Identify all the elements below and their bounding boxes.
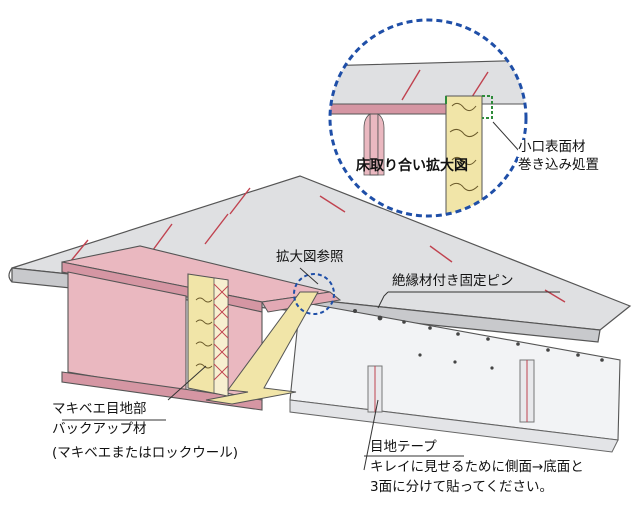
enlarge-reference-circle bbox=[293, 273, 335, 315]
fireproof-board bbox=[289, 301, 621, 453]
joint-tape-note-line1: キレイに見せるために側面→底面と bbox=[370, 459, 584, 475]
joint-tape-label: 目地テープ bbox=[370, 439, 437, 455]
edge-wrap-label-line2: 巻き込み処置 bbox=[518, 157, 599, 174]
leader-lines bbox=[62, 121, 560, 471]
joint-tape-note-line2: 3面に分けて貼ってください。 bbox=[370, 479, 554, 495]
detail-circle bbox=[328, 18, 528, 218]
backup-material-label-line2: バックアップ材 bbox=[52, 421, 147, 437]
detail-title: 床取り合い拡大図 bbox=[356, 158, 468, 174]
backup-material-note: (マキベエまたはロックウール) bbox=[52, 445, 239, 461]
backup-material-label-line1: マキベエ目地部 bbox=[52, 401, 147, 417]
backup-rockwool bbox=[187, 273, 319, 405]
enlarge-reference-label: 拡大図参照 bbox=[276, 249, 344, 265]
edge-wrap-label-line1: 小口表面材 bbox=[518, 139, 586, 156]
insulated-pin-label: 絶縁材付き固定ピン bbox=[392, 273, 514, 289]
